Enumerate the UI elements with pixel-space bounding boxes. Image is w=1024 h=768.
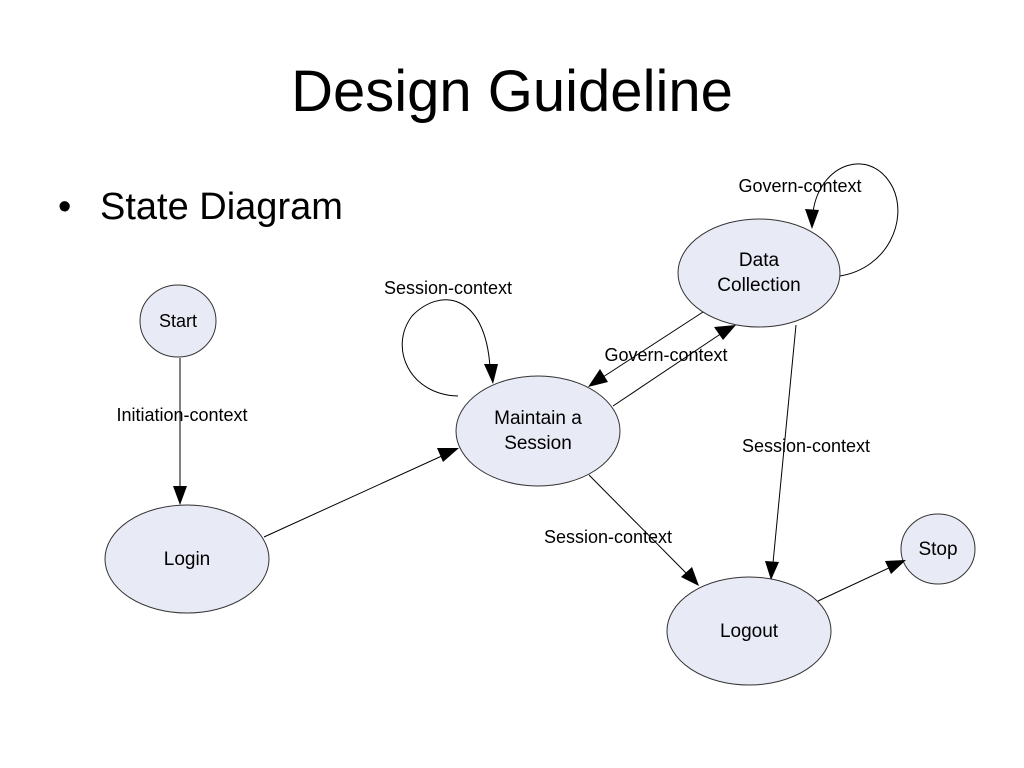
state-stop (900, 513, 976, 585)
edge-logout-stop (817, 566, 892, 602)
state-label-data-2: Collection (717, 275, 800, 296)
bullet-text: State Diagram (100, 186, 343, 228)
bullet-item: • State Diagram (58, 186, 343, 229)
arrowhead-maintain-data (714, 325, 736, 340)
state-login (104, 504, 270, 614)
edge-data-self (812, 163, 899, 277)
state-maintain-session (455, 375, 621, 487)
edge-maintain-logout (588, 474, 688, 575)
transition-label-maintain-logout: Session-context (544, 527, 672, 547)
state-data-collection (677, 218, 841, 328)
arrowhead-data-maintain (588, 369, 608, 387)
edge-data-maintain (602, 311, 704, 378)
arrowhead-logout-stop (885, 560, 906, 574)
transition-label-data-logout: Session-context (742, 436, 870, 456)
arrowhead-login-maintain (437, 448, 459, 462)
edge-maintain-self (401, 299, 491, 397)
transition-label-data-self: Govern-context (738, 176, 861, 196)
state-label-maintain-2: Session (504, 433, 572, 454)
slide-title: Design Guideline (291, 59, 733, 124)
transition-label-start-login: Initiation-context (116, 405, 247, 425)
edge-data-logout (772, 324, 797, 564)
state-label-login: Login (164, 549, 211, 570)
arrowhead-data-self (805, 209, 819, 229)
edge-maintain-data (612, 332, 723, 407)
state-label-data-1: Data (739, 250, 780, 271)
arrowhead-start-login (173, 486, 187, 505)
edge-login-maintain (263, 454, 445, 538)
state-logout (666, 576, 832, 686)
state-label-logout: Logout (720, 621, 779, 642)
arrowhead-data-logout (765, 561, 779, 580)
transition-label-maintain-data: Govern-context (604, 345, 727, 365)
state-label-start: Start (159, 311, 197, 331)
state-label-stop: Stop (918, 539, 957, 560)
transition-label-maintain-self: Session-context (384, 278, 512, 298)
arrowhead-maintain-logout (681, 567, 699, 586)
bullet-dot: • (58, 186, 72, 228)
state-start (139, 284, 217, 358)
arrowhead-maintain-self (484, 364, 498, 384)
state-label-maintain-1: Maintain a (494, 408, 582, 429)
